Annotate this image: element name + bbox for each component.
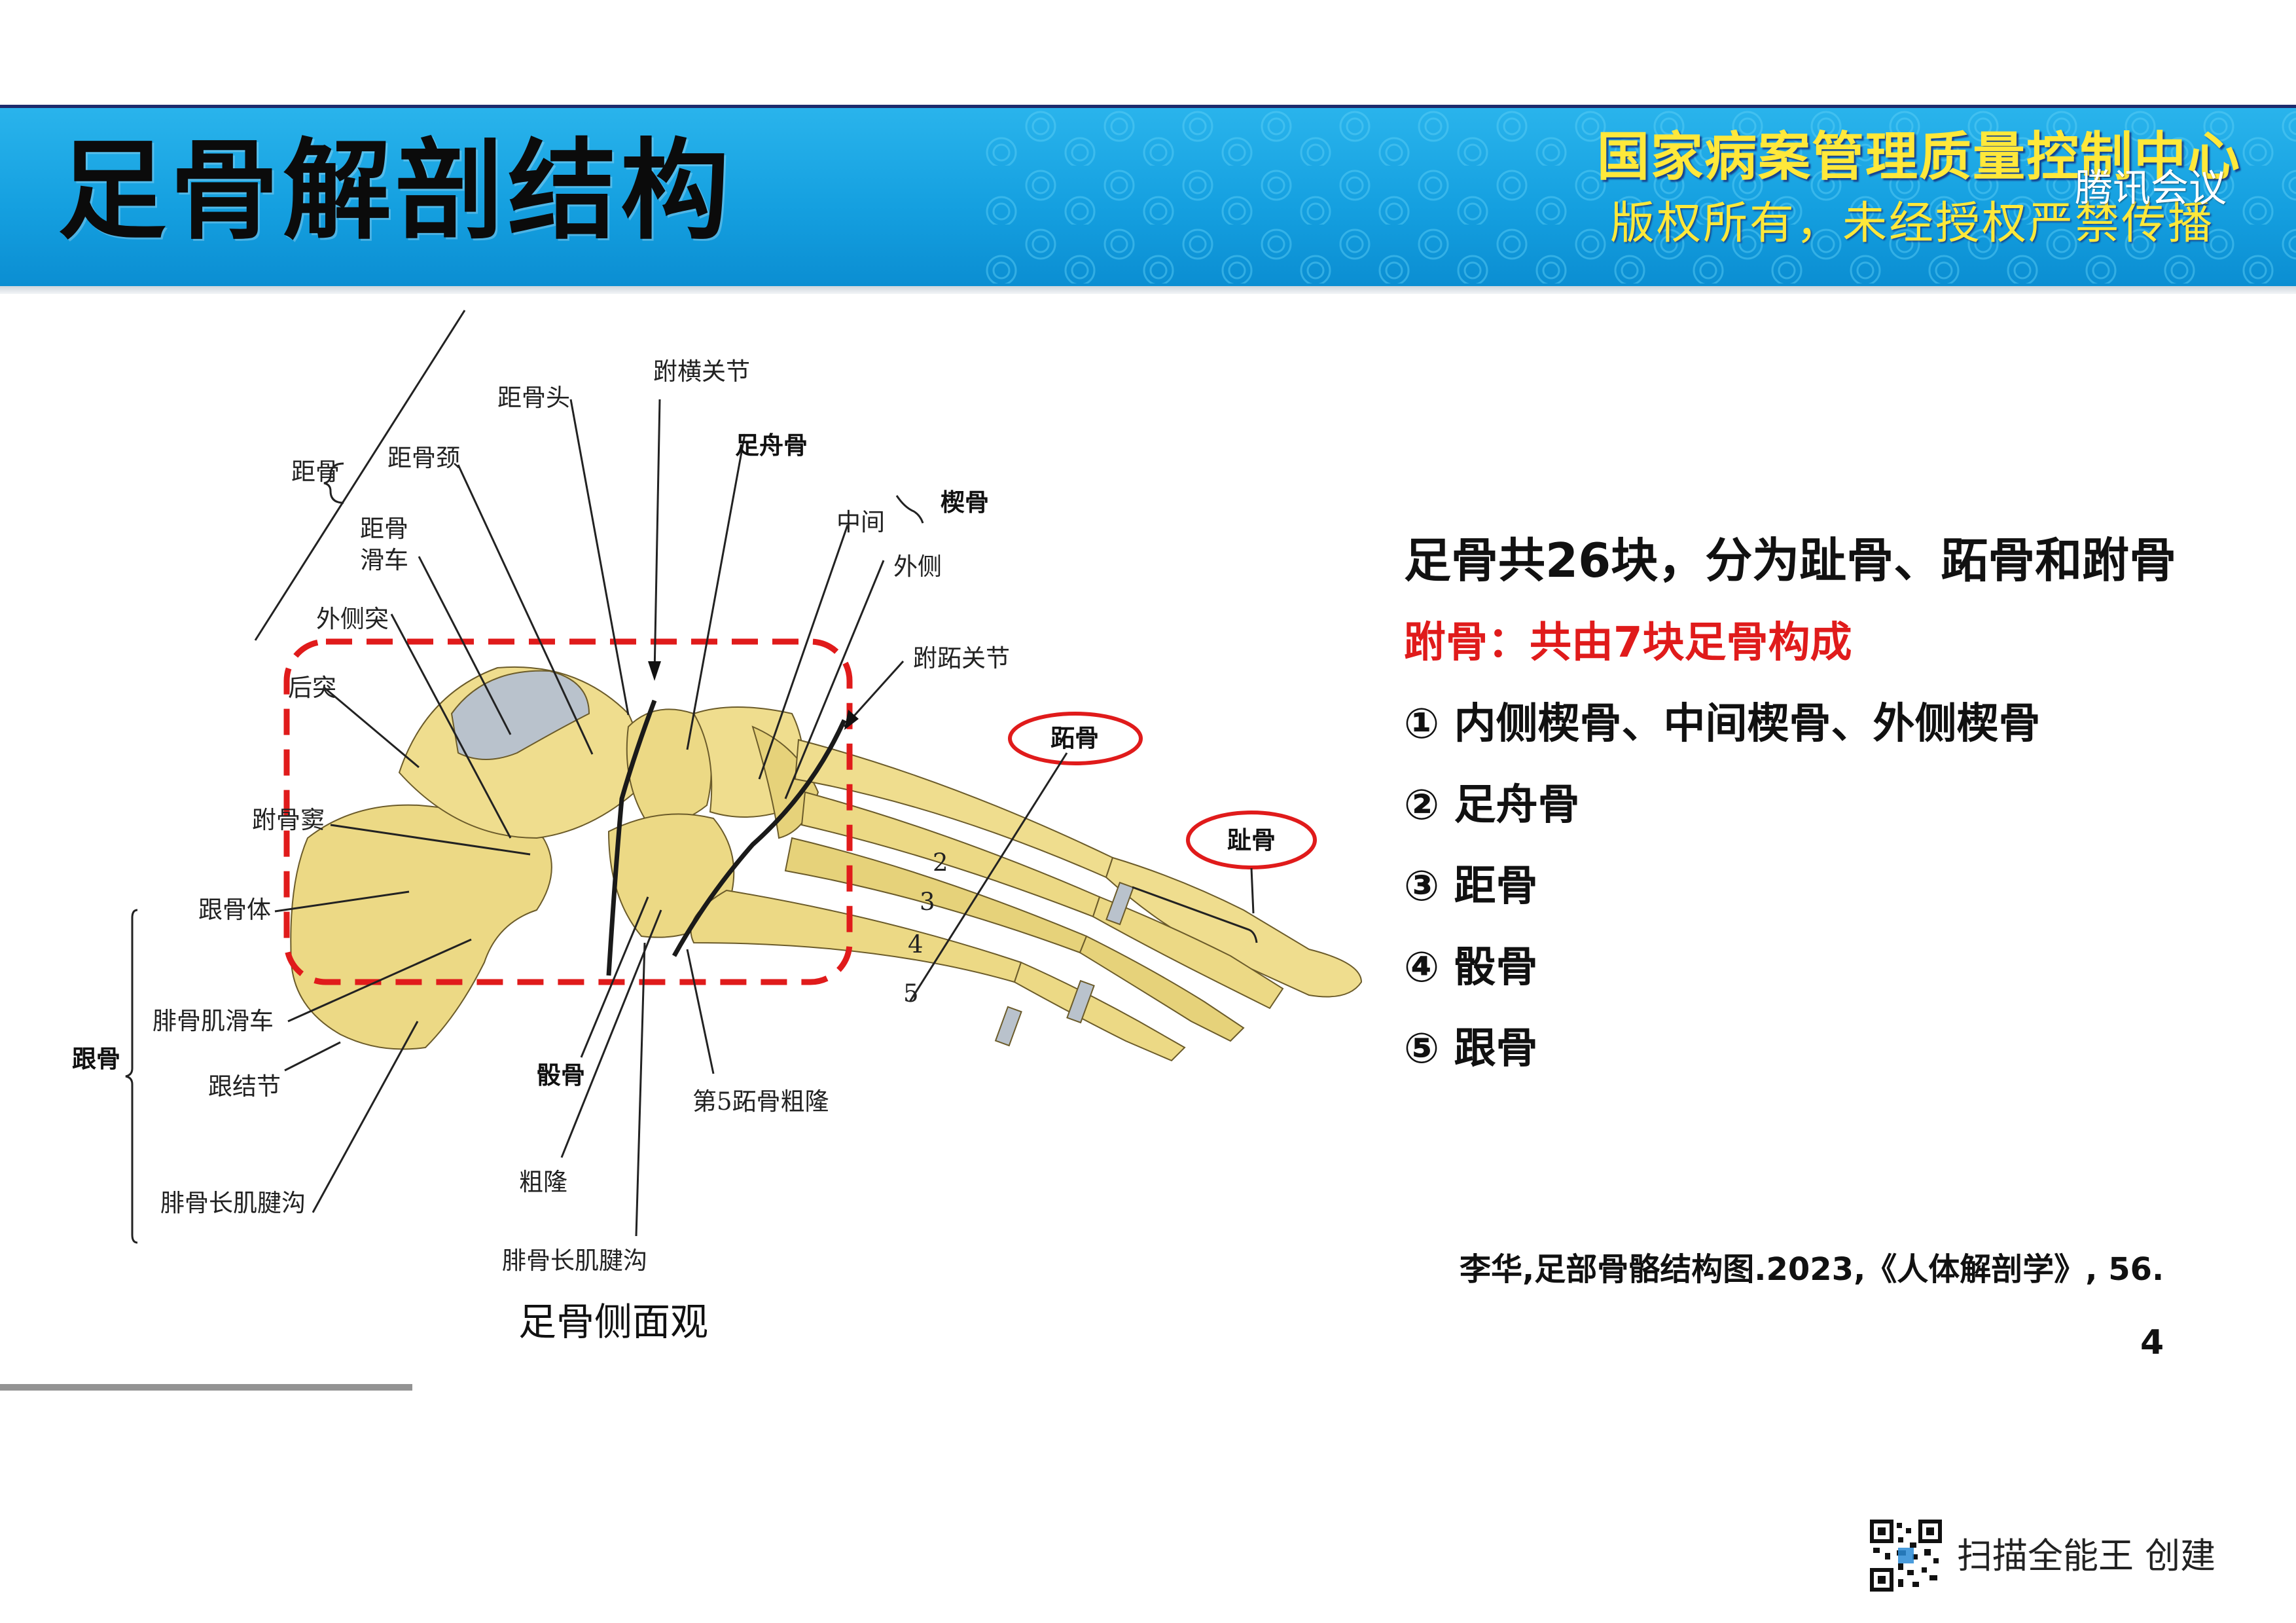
label-tarsometatarsal-joint: 跗跖关节 bbox=[913, 644, 1010, 672]
label-calcaneus-group: 跟骨 bbox=[72, 1045, 120, 1073]
label-talus-head: 距骨头 bbox=[497, 384, 570, 412]
tarsal-list-item: ⑤ 跟骨 bbox=[1404, 1025, 1538, 1073]
label-peroneal-trochlea: 腓骨肌滑车 bbox=[152, 1007, 274, 1035]
cropped-subtitle-strip bbox=[0, 1384, 412, 1391]
label-tuberosity: 粗隆 bbox=[519, 1168, 567, 1196]
label-metatarsal-3: 3 bbox=[920, 888, 935, 916]
label-posterior-process: 后突 bbox=[288, 674, 336, 702]
label-lateral-process: 外侧突 bbox=[316, 605, 389, 633]
banner-pattern bbox=[982, 107, 2296, 286]
citation: 李华,足部骨骼结构图.2023,《人体解剖学》, 56. bbox=[1460, 1251, 2164, 1288]
label-lateral-cuneiform: 外侧 bbox=[893, 553, 942, 581]
phalanx-circle bbox=[1186, 811, 1317, 869]
meeting-watermark: 腾讯会议 bbox=[2075, 166, 2227, 210]
label-intermediate-cuneiform: 中间 bbox=[836, 508, 885, 536]
header-banner bbox=[0, 107, 2296, 286]
label-navicular: 足舟骨 bbox=[735, 431, 808, 460]
tarsal-list-item: ① 内侧楔骨、中间楔骨、外侧楔骨 bbox=[1404, 700, 2041, 748]
label-metatarsal-5: 5 bbox=[903, 979, 919, 1008]
slide-title: 足骨解剖结构 bbox=[58, 128, 733, 255]
scanner-app-label: 扫描全能王 创建 bbox=[1957, 1535, 2216, 1577]
label-talus-group: 距骨 bbox=[291, 458, 340, 486]
label-talus-neck: 距骨颈 bbox=[387, 444, 460, 472]
label-calcaneal-body: 跟骨体 bbox=[198, 896, 271, 924]
banner-top-rule bbox=[0, 105, 2296, 108]
foot-bone-summary: 足骨共26块，分为趾骨、跖骨和跗骨 bbox=[1404, 533, 2177, 588]
foot-bones-illustration bbox=[290, 666, 1363, 1062]
label-metatarsal-4: 4 bbox=[908, 930, 924, 958]
copyright-notice: 版权所有，未经授权严禁传播 bbox=[1610, 198, 2215, 249]
diagram-caption: 足骨侧面观 bbox=[518, 1300, 709, 1344]
label-cuboid: 骰骨 bbox=[537, 1061, 585, 1089]
banner-bottom-rule bbox=[0, 286, 2296, 294]
label-cuneiform-group: 楔骨 bbox=[941, 488, 989, 517]
label-transverse-tarsal-joint: 跗横关节 bbox=[653, 357, 750, 386]
organization-name: 国家病案管理质量控制中心 bbox=[1597, 126, 2241, 187]
foot-bone-diagram: 距骨 距骨头 距骨颈 距骨 滑车 外侧突 后突 跗骨窦 跟骨体 腓骨肌滑车 跟骨… bbox=[72, 310, 1363, 1275]
label-tarsal-sinus: 跗骨窦 bbox=[252, 806, 325, 834]
tarsal-list-item: ② 足舟骨 bbox=[1404, 781, 1580, 830]
tarsal-heading: 跗骨：共由7块足骨构成 bbox=[1404, 619, 1852, 667]
right-text-panel: 足骨共26块，分为趾骨、跖骨和跗骨 跗骨：共由7块足骨构成 ① 内侧楔骨、中间楔… bbox=[1404, 537, 2281, 1070]
metatarsal-circle bbox=[1008, 712, 1143, 765]
tarsal-highlight-box bbox=[283, 638, 853, 985]
label-phalanx-circled: 趾骨 bbox=[1227, 826, 1276, 854]
label-metatarsal-circled: 跖骨 bbox=[1050, 724, 1099, 752]
label-calcaneal-tubercle: 跟结节 bbox=[208, 1072, 281, 1101]
joint-lines bbox=[606, 699, 847, 976]
label-fifth-metatarsal-tuberosity: 第5跖骨粗隆 bbox=[692, 1087, 829, 1116]
label-peroneus-longus-groove-calc: 腓骨长肌腱沟 bbox=[160, 1189, 306, 1217]
label-metatarsal-2: 2 bbox=[933, 848, 948, 877]
tarsal-list-item: ④ 骰骨 bbox=[1404, 943, 1538, 992]
label-talus-trochlea-line1: 距骨 bbox=[360, 515, 408, 543]
tarsal-list-item: ③ 距骨 bbox=[1404, 862, 1538, 911]
label-talus-trochlea-line2: 滑车 bbox=[360, 546, 408, 574]
leader-arrows bbox=[648, 661, 859, 730]
qr-code-icon bbox=[1869, 1519, 1943, 1592]
label-peroneus-longus-groove-cub: 腓骨长肌腱沟 bbox=[502, 1247, 647, 1275]
page-number: 4 bbox=[2140, 1323, 2164, 1362]
